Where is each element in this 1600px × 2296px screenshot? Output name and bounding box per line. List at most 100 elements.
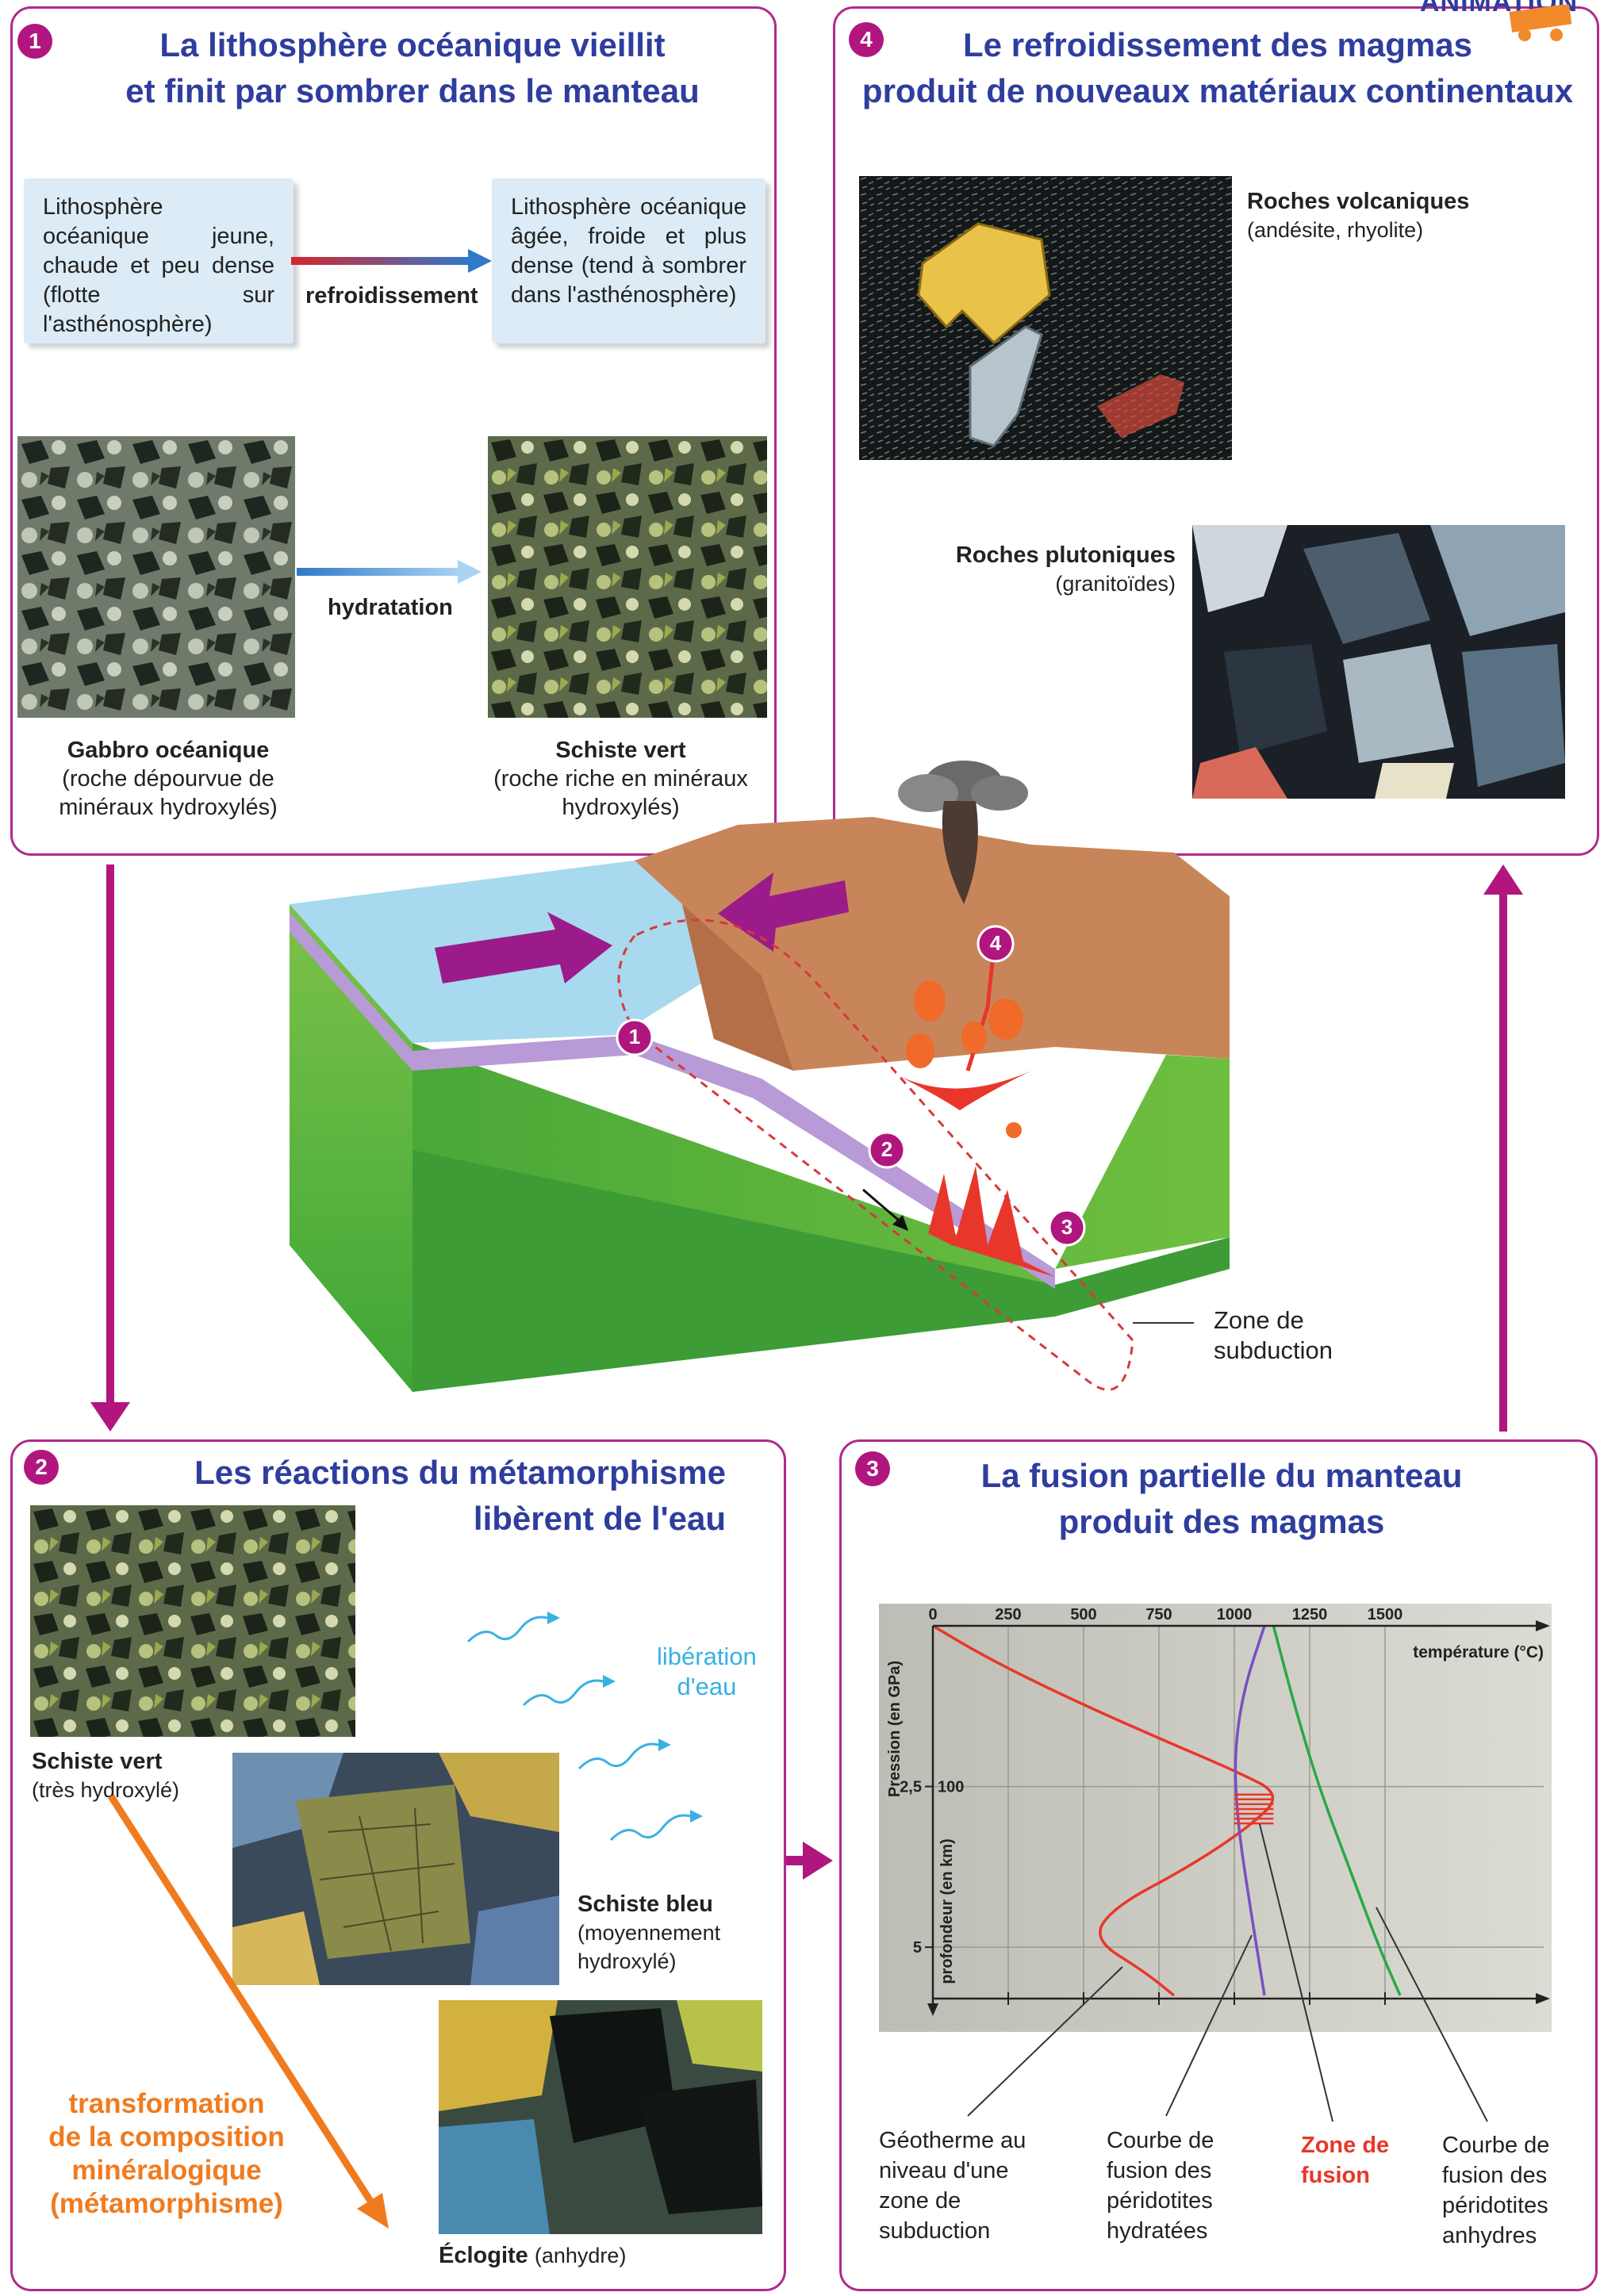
panel2-title-line2: libèrent de l'eau	[473, 1500, 726, 1537]
schiste-vert-photo-2	[30, 1505, 355, 1737]
panel1-title-line2: et finit par sombrer dans le manteau	[125, 72, 700, 109]
refroidissement-label: refroidissement	[305, 283, 478, 309]
legend-geotherm: Géotherme au niveau d'une zone de subduc…	[879, 2125, 1026, 2246]
legend-zone-line1: Zone de	[1301, 2133, 1390, 2158]
legend-anhydrous: Courbe de fusion des péridotites anhydre…	[1442, 2130, 1549, 2251]
plutonic-name: Roches plutoniques	[955, 542, 1176, 568]
schiste-bleu-caption: Schiste bleu (moyennement hydroxylé)	[577, 1890, 720, 1976]
x-tick-label: 250	[995, 1606, 1021, 1623]
plutonic-rock-photo	[1192, 525, 1565, 799]
legend-hydrated-line2: fusion des	[1107, 2158, 1212, 2183]
water-release-waves	[466, 1612, 703, 1842]
diagram-step-markers	[616, 925, 1086, 1247]
metamorphism-line3: minéralogique	[71, 2155, 262, 2186]
panel-number-3: 3	[855, 1451, 890, 1486]
volcanic-plume	[898, 761, 1028, 904]
legend-geotherm-line1: Géotherme au	[879, 2128, 1026, 2153]
gabbro-desc-line1: (roche dépourvue de	[62, 766, 274, 792]
legend-hydrated: Courbe de fusion des péridotites hydraté…	[1107, 2125, 1214, 2246]
panel2-schiste-vert-caption: Schiste vert (très hydroxylé)	[32, 1747, 179, 1804]
animation-film-icon	[1509, 5, 1572, 41]
x-tick-label: 1000	[1217, 1606, 1253, 1623]
water-release-line2: d'eau	[677, 1673, 737, 1700]
x-axis-bottom-arrow	[1536, 1993, 1550, 2004]
animation-banner: ANIMATION	[1420, 0, 1583, 41]
x-tick-label: 1250	[1292, 1606, 1328, 1623]
y-axis-label-pressure: Pression (en GPa)	[886, 1661, 904, 1797]
x-axis-arrow	[1536, 1620, 1550, 1631]
diagram-marker-3: 3	[1061, 1215, 1073, 1239]
zone-label-line1: Zone de	[1214, 1306, 1304, 1334]
legend-geotherm-line2: niveau d'une	[879, 2158, 1009, 2183]
legend-hydrated-line3: péridotites	[1107, 2188, 1213, 2214]
legend-anhydrous-line4: anhydres	[1442, 2223, 1537, 2248]
volcanic-rock-photo	[859, 176, 1232, 460]
legend-hydrated-line4: hydratées	[1107, 2218, 1208, 2244]
series-line-geotherm	[932, 1624, 1275, 1997]
x-tick-label: 1500	[1368, 1606, 1403, 1623]
panel4-title-line1: Le refroidissement des magmas	[963, 26, 1472, 63]
x-tick-label: 0	[928, 1606, 937, 1623]
y-tick-label-pressure: 5	[913, 1939, 922, 1957]
x-tick-label: 500	[1070, 1606, 1096, 1623]
panel-number-4: 4	[849, 22, 884, 57]
card-old-lithosphere: Lithosphère océanique âgée, froide et pl…	[492, 178, 765, 343]
card-young-lithosphere: Lithosphère océanique jeune, chaude et p…	[24, 178, 294, 343]
legend-anhydrous-line3: péridotites	[1442, 2193, 1548, 2218]
gabbro-name: Gabbro océanique	[67, 738, 270, 763]
volcanic-caption: Roches volcaniques (andésite, rhyolite)	[1247, 187, 1469, 244]
x-axis-label: température (°C)	[1413, 1643, 1544, 1662]
chart-axes: 0 250 500 750 1000 1250 1500 2,5 100 5 température…	[886, 1606, 1550, 2016]
y-axis-arrow	[927, 2003, 938, 2016]
y-axis-label-depth: profondeur (en km)	[938, 1838, 956, 1984]
x-tick-label: 750	[1145, 1606, 1172, 1623]
series-line-anhydrous	[1272, 1625, 1402, 1996]
metamorphism-line4: (métamorphisme)	[50, 2188, 283, 2219]
legend-hydrated-line1: Courbe de	[1107, 2128, 1214, 2153]
schiste-vert-desc-line1: (roche riche en minéraux	[493, 766, 748, 792]
panel3-title-line2: produit des magmas	[1058, 1503, 1385, 1540]
series-line-hydrated	[1234, 1625, 1266, 1996]
metamorphism-arrow	[108, 1794, 389, 2229]
arrow-down-to-panel2	[90, 864, 130, 1432]
melting-chart: 0 250 500 750 1000 1250 1500 2,5 100 5 température…	[879, 1604, 1552, 2032]
gabbro-desc-line2: minéraux hydroxylés)	[59, 795, 278, 820]
volcanic-desc: (andésite, rhyolite)	[1247, 218, 1424, 242]
y-tick-label-depth: 100	[938, 1779, 964, 1796]
legend-geotherm-line3: zone de	[879, 2188, 961, 2214]
legend-zone-line2: fusion	[1301, 2163, 1370, 2188]
legend-anhydrous-line2: fusion des	[1442, 2163, 1548, 2188]
panel1-title-line1: La lithosphère océanique vieillit	[159, 26, 666, 63]
panel3-title-line1: La fusion partielle du manteau	[980, 1457, 1463, 1494]
legend-anhydrous-line1: Courbe de	[1442, 2133, 1550, 2158]
panel4-title-line2: produit de nouveaux matériaux continenta…	[861, 72, 1574, 109]
water-release-label: libération d'eau	[657, 1642, 757, 1702]
schiste-vert-desc-line2: hydroxylés)	[562, 795, 680, 820]
eclogite-caption: Éclogite (anhydre)	[439, 2241, 626, 2270]
eclogite-name: Éclogite	[439, 2243, 528, 2268]
schiste-vert-caption: Schiste vert (roche riche en minéraux hy…	[476, 736, 765, 822]
y-tick-label-pressure: 2,5	[900, 1779, 922, 1796]
panel2-schiste-vert-name: Schiste vert	[32, 1749, 163, 1774]
schiste-vert-photo-1	[488, 436, 767, 718]
legend-geotherm-line4: subduction	[879, 2218, 991, 2244]
schiste-bleu-name: Schiste bleu	[577, 1892, 713, 1917]
continental-block	[635, 817, 1230, 1071]
subduction-zone-label: Zone de subduction	[1214, 1305, 1333, 1366]
gabbro-photo	[17, 436, 295, 718]
panel2-title-line1: Les réactions du métamorphisme	[194, 1454, 726, 1491]
refroidissement-arrow	[291, 249, 492, 273]
panel4-title: Le refroidissement des magmas produit de…	[841, 22, 1594, 114]
panel3-title: La fusion partielle du manteau produit d…	[888, 1453, 1555, 1545]
zone-label-line2: subduction	[1214, 1336, 1333, 1364]
slab-direction-arrow	[862, 1188, 904, 1225]
hydratation-label: hydratation	[328, 595, 453, 620]
chart-background	[879, 1604, 1552, 2032]
chart-series	[932, 1624, 1402, 1997]
legend-fusion-zone: Zone de fusion	[1301, 2130, 1389, 2191]
volcanic-name: Roches volcaniques	[1247, 189, 1470, 214]
hydratation-arrow	[297, 560, 482, 584]
